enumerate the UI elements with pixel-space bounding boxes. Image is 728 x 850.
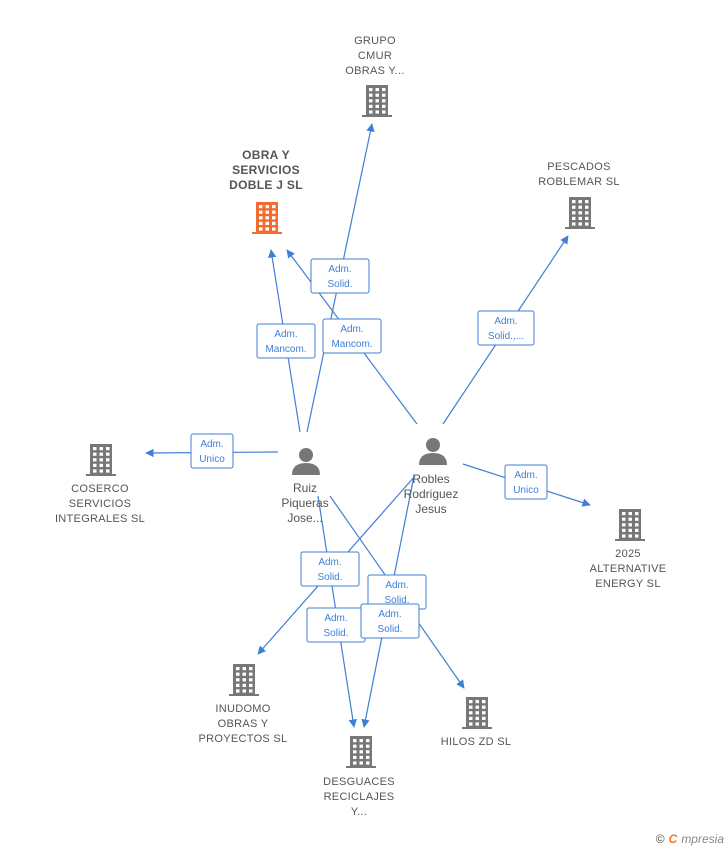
role-badge-robles-pescados[interactable]: Adm. Solid.,... bbox=[477, 310, 535, 346]
role-badge-text: Adm. bbox=[340, 324, 363, 335]
role-badge-text: Adm. bbox=[200, 439, 223, 450]
company-label-pescados[interactable]: ROBLEMAR SL bbox=[538, 176, 620, 188]
role-badge-text: Adm. bbox=[274, 329, 297, 340]
person-label-ruiz[interactable]: Jose... bbox=[287, 511, 322, 525]
company-label-grupo[interactable]: OBRAS Y... bbox=[345, 65, 404, 77]
company-icon-pescados[interactable] bbox=[565, 197, 595, 229]
company-icon-inudomo[interactable] bbox=[229, 664, 259, 696]
copyright-symbol: © bbox=[655, 832, 665, 846]
company-label-grupo[interactable]: CMUR bbox=[358, 50, 392, 62]
role-badge-text: Unico bbox=[199, 454, 225, 465]
company-label-hilos[interactable]: HILOS ZD SL bbox=[441, 736, 512, 748]
role-badge-text: Solid. bbox=[377, 624, 402, 635]
role-badge-text: Mancom. bbox=[331, 339, 372, 350]
role-badge-text: Solid. bbox=[327, 279, 352, 290]
company-label-grupo[interactable]: GRUPO bbox=[354, 35, 396, 47]
company-icon-desguaces[interactable] bbox=[346, 736, 376, 768]
role-badge-text: Adm. bbox=[494, 316, 517, 327]
company-label-energy[interactable]: 2025 bbox=[615, 548, 641, 560]
role-badge-text: Solid. bbox=[384, 595, 409, 606]
role-badge-text: Unico bbox=[513, 485, 539, 496]
company-label-energy[interactable]: ENERGY SL bbox=[595, 578, 660, 590]
company-label-coserco[interactable]: COSERCO bbox=[71, 483, 129, 495]
person-label-robles[interactable]: Jesus bbox=[415, 502, 446, 516]
brand-name: mpresia bbox=[681, 832, 724, 846]
company-icon-grupo[interactable] bbox=[362, 85, 392, 117]
role-badge-ruiz-desguaces[interactable]: Adm. Solid. bbox=[306, 607, 366, 643]
role-badge-robles-inudomo[interactable]: Adm. Solid. bbox=[300, 551, 360, 587]
company-label-obra[interactable]: DOBLE J SL bbox=[229, 178, 303, 192]
role-badge-robles-obra[interactable]: Adm. Mancom. bbox=[322, 318, 382, 354]
person-label-ruiz[interactable]: Ruiz bbox=[293, 481, 317, 495]
role-badge-text: Adm. bbox=[378, 609, 401, 620]
company-label-inudomo[interactable]: INUDOMO bbox=[215, 703, 270, 715]
company-icon-obra[interactable] bbox=[252, 202, 282, 234]
role-badge-text: Solid.,... bbox=[488, 331, 524, 342]
role-badge-robles-desguaces[interactable]: Adm. Solid. bbox=[360, 603, 420, 639]
company-label-obra[interactable]: OBRA Y bbox=[242, 148, 290, 162]
company-label-pescados[interactable]: PESCADOS bbox=[547, 161, 611, 173]
role-badge-text: Adm. bbox=[324, 613, 347, 624]
company-label-desguaces[interactable]: DESGUACES bbox=[323, 776, 395, 788]
company-icon-coserco[interactable] bbox=[86, 444, 116, 476]
company-label-inudomo[interactable]: OBRAS Y bbox=[218, 718, 269, 730]
badges-layer: Adm. Solid. Adm. Mancom. Adm. Mancom. Adm. Soli… bbox=[190, 258, 548, 643]
company-label-desguaces[interactable]: RECICLAJES bbox=[324, 791, 395, 803]
role-badge-ruiz-hilos[interactable]: Adm. Solid. bbox=[367, 574, 427, 610]
person-icon-robles[interactable] bbox=[419, 438, 447, 465]
person-label-robles[interactable]: Rodriguez bbox=[404, 487, 459, 501]
role-badge-text: Solid. bbox=[323, 628, 348, 639]
role-badge-text: Solid. bbox=[317, 572, 342, 583]
role-badge-ruiz-grupo[interactable]: Adm. Solid. bbox=[310, 258, 370, 294]
role-badge-ruiz-coserco[interactable]: Adm. Unico bbox=[190, 433, 234, 469]
brand-initial: C bbox=[668, 832, 678, 846]
company-icon-energy[interactable] bbox=[615, 509, 645, 541]
company-label-obra[interactable]: SERVICIOS bbox=[232, 163, 300, 177]
company-label-energy[interactable]: ALTERNATIVE bbox=[590, 563, 667, 575]
role-badge-text: Adm. bbox=[385, 580, 408, 591]
company-label-coserco[interactable]: INTEGRALES SL bbox=[55, 513, 145, 525]
role-badge-text: Adm. bbox=[318, 557, 341, 568]
company-label-coserco[interactable]: SERVICIOS bbox=[69, 498, 131, 510]
company-icon-hilos[interactable] bbox=[462, 697, 492, 729]
company-label-desguaces[interactable]: Y... bbox=[351, 806, 367, 818]
person-icon-ruiz[interactable] bbox=[292, 448, 320, 475]
company-label-inudomo[interactable]: PROYECTOS SL bbox=[199, 733, 288, 745]
role-badge-text: Adm. bbox=[328, 264, 351, 275]
role-badge-text: Adm. bbox=[514, 470, 537, 481]
person-label-ruiz[interactable]: Piqueras bbox=[281, 496, 328, 510]
role-badge-text: Mancom. bbox=[265, 344, 306, 355]
role-badge-robles-energy[interactable]: Adm. Unico bbox=[504, 464, 548, 500]
role-badge-ruiz-obra[interactable]: Adm. Mancom. bbox=[256, 323, 316, 359]
person-label-robles[interactable]: Robles bbox=[412, 472, 449, 486]
